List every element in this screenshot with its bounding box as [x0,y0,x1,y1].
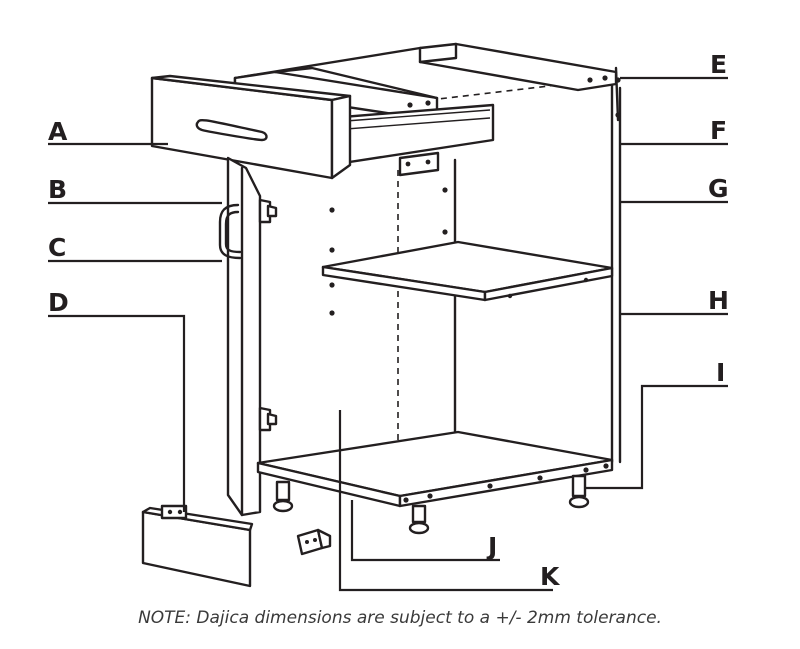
label-e: E [710,50,727,79]
shelf [321,240,614,302]
label-d: D [48,288,69,317]
bottom-panel [256,430,614,508]
door [218,156,278,517]
label-k: K [540,562,561,591]
label-c: C [48,233,66,262]
part-labels: A B C D E F G H I J K [48,50,729,591]
label-b: B [48,175,67,204]
label-g: G [708,174,729,203]
label-f: F [710,116,727,145]
plinth-clip [296,528,332,556]
label-i: I [716,358,725,387]
drawer [150,74,495,180]
leader-lines [48,76,728,592]
label-j: J [486,532,497,561]
cabinet-assembly-diagram: A B C D E F G H I J K [48,42,729,592]
label-h: H [708,286,729,315]
plinth-kickboard [141,504,254,588]
tolerance-note: NOTE: Dajica dimensions are subject to a… [138,608,662,628]
legs [272,474,590,535]
label-a: A [48,117,68,146]
